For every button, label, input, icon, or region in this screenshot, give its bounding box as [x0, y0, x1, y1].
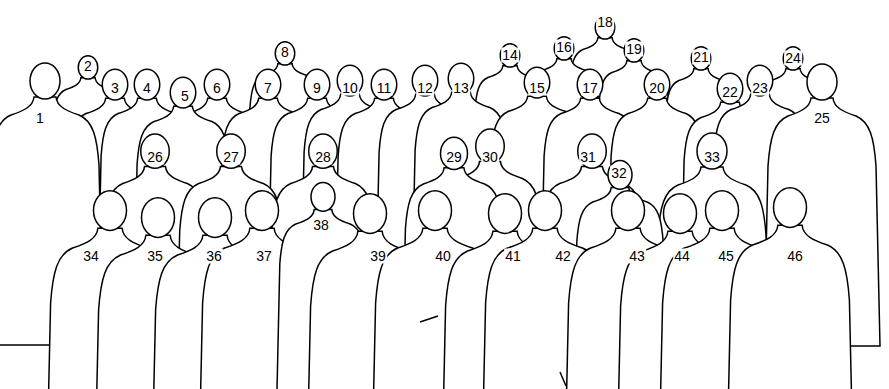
callout-number: 39 — [369, 249, 387, 264]
callout-number: 19 — [625, 42, 643, 57]
callout-number: 26 — [146, 150, 164, 165]
callout-number: 44 — [673, 249, 691, 264]
callout-number: 40 — [434, 249, 452, 264]
callout-number: 25 — [813, 111, 831, 126]
callout-number: 17 — [581, 81, 599, 96]
callout-number: 4 — [142, 81, 152, 96]
callout-number: 16 — [555, 40, 573, 55]
callout-number: 23 — [751, 81, 769, 96]
callout-number: 33 — [703, 150, 721, 165]
callout-number: 20 — [648, 81, 666, 96]
callout-number: 28 — [314, 150, 332, 165]
callout-number: 46 — [786, 249, 804, 264]
callout-number: 38 — [312, 218, 330, 233]
callout-number: 27 — [222, 150, 240, 165]
callout-number: 35 — [146, 249, 164, 264]
callout-number: 45 — [717, 249, 735, 264]
callout-number: 21 — [692, 50, 710, 65]
callout-number: 36 — [205, 249, 223, 264]
callout-number: 32 — [610, 166, 628, 181]
callout-number: 7 — [263, 81, 273, 96]
callout-number: 41 — [504, 249, 522, 264]
callout-number: 15 — [528, 81, 546, 96]
callout-number: 30 — [481, 150, 499, 165]
callout-number: 24 — [784, 51, 802, 66]
callout-number: 31 — [579, 150, 597, 165]
callout-number: 12 — [416, 81, 434, 96]
callout-number: 13 — [452, 81, 470, 96]
callout-number: 18 — [596, 15, 614, 30]
callout-number: 34 — [82, 249, 100, 264]
callout-number: 10 — [341, 81, 359, 96]
callout-number: 8 — [280, 45, 290, 60]
callout-number: 11 — [376, 81, 393, 96]
callout-number: 3 — [110, 81, 120, 96]
callout-number: 22 — [721, 85, 739, 100]
callout-number: 9 — [312, 81, 322, 96]
callout-number: 43 — [628, 249, 646, 264]
callout-number: 42 — [554, 249, 572, 264]
callout-number: 2 — [83, 59, 93, 74]
callout-number: 14 — [501, 48, 519, 63]
callout-number: 1 — [35, 111, 45, 126]
callout-number: 37 — [255, 249, 273, 264]
callout-number: 6 — [212, 81, 222, 96]
callout-number: 29 — [445, 150, 463, 165]
callout-number: 5 — [180, 89, 190, 104]
